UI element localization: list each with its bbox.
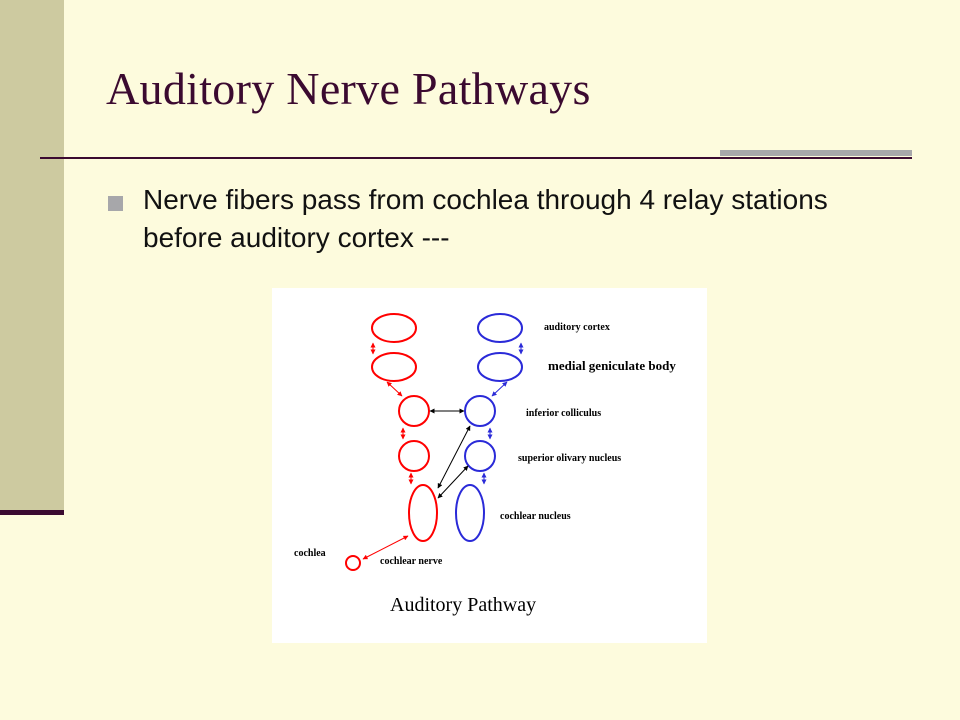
- bullet-text: Nerve fibers pass from cochlea through 4…: [143, 184, 828, 253]
- left-medial-geniculate-node: [371, 352, 417, 382]
- right-cochlear-nucleus-node: [455, 484, 485, 542]
- right-superior-olivary-node: [464, 440, 496, 472]
- label-medial-geniculate: medial geniculate body: [548, 358, 676, 373]
- cochlear-nerve-arrow: [362, 535, 409, 560]
- left-arrow-mgb-ic: [386, 381, 403, 397]
- right-medial-geniculate-node: [477, 352, 523, 382]
- slide-title: Auditory Nerve Pathways: [106, 63, 591, 114]
- bullet-square-icon: [108, 196, 123, 211]
- side-decor-accent: [0, 510, 64, 515]
- auditory-pathway-figure: auditory cortex medial geniculate body i…: [272, 288, 707, 643]
- right-arrow-mgb-ic: [491, 381, 508, 397]
- label-inferior-colliculus: inferior colliculus: [526, 408, 601, 419]
- left-cochlear-nucleus-node: [408, 484, 438, 542]
- label-cochlear-nerve: cochlear nerve: [380, 556, 443, 567]
- left-inferior-colliculus-node: [398, 395, 430, 427]
- crossing-arrow-cn-to-soc: [437, 465, 469, 499]
- label-auditory-cortex: auditory cortex: [544, 322, 610, 333]
- right-auditory-cortex-node: [477, 313, 523, 343]
- title-divider: [40, 157, 912, 159]
- label-superior-olivary: superior olivary nucleus: [518, 453, 621, 464]
- right-inferior-colliculus-node: [464, 395, 496, 427]
- label-cochlear-nucleus: cochlear nucleus: [500, 511, 571, 522]
- label-cochlea: cochlea: [294, 548, 326, 559]
- left-auditory-cortex-node: [371, 313, 417, 343]
- cochlea-node: [345, 555, 361, 571]
- title-divider-accent: [720, 150, 912, 156]
- left-superior-olivary-node: [398, 440, 430, 472]
- auditory-pathway-diagram: auditory cortex medial geniculate body i…: [294, 313, 676, 616]
- figure-caption: Auditory Pathway: [390, 594, 536, 616]
- side-decor-bar: [0, 0, 64, 512]
